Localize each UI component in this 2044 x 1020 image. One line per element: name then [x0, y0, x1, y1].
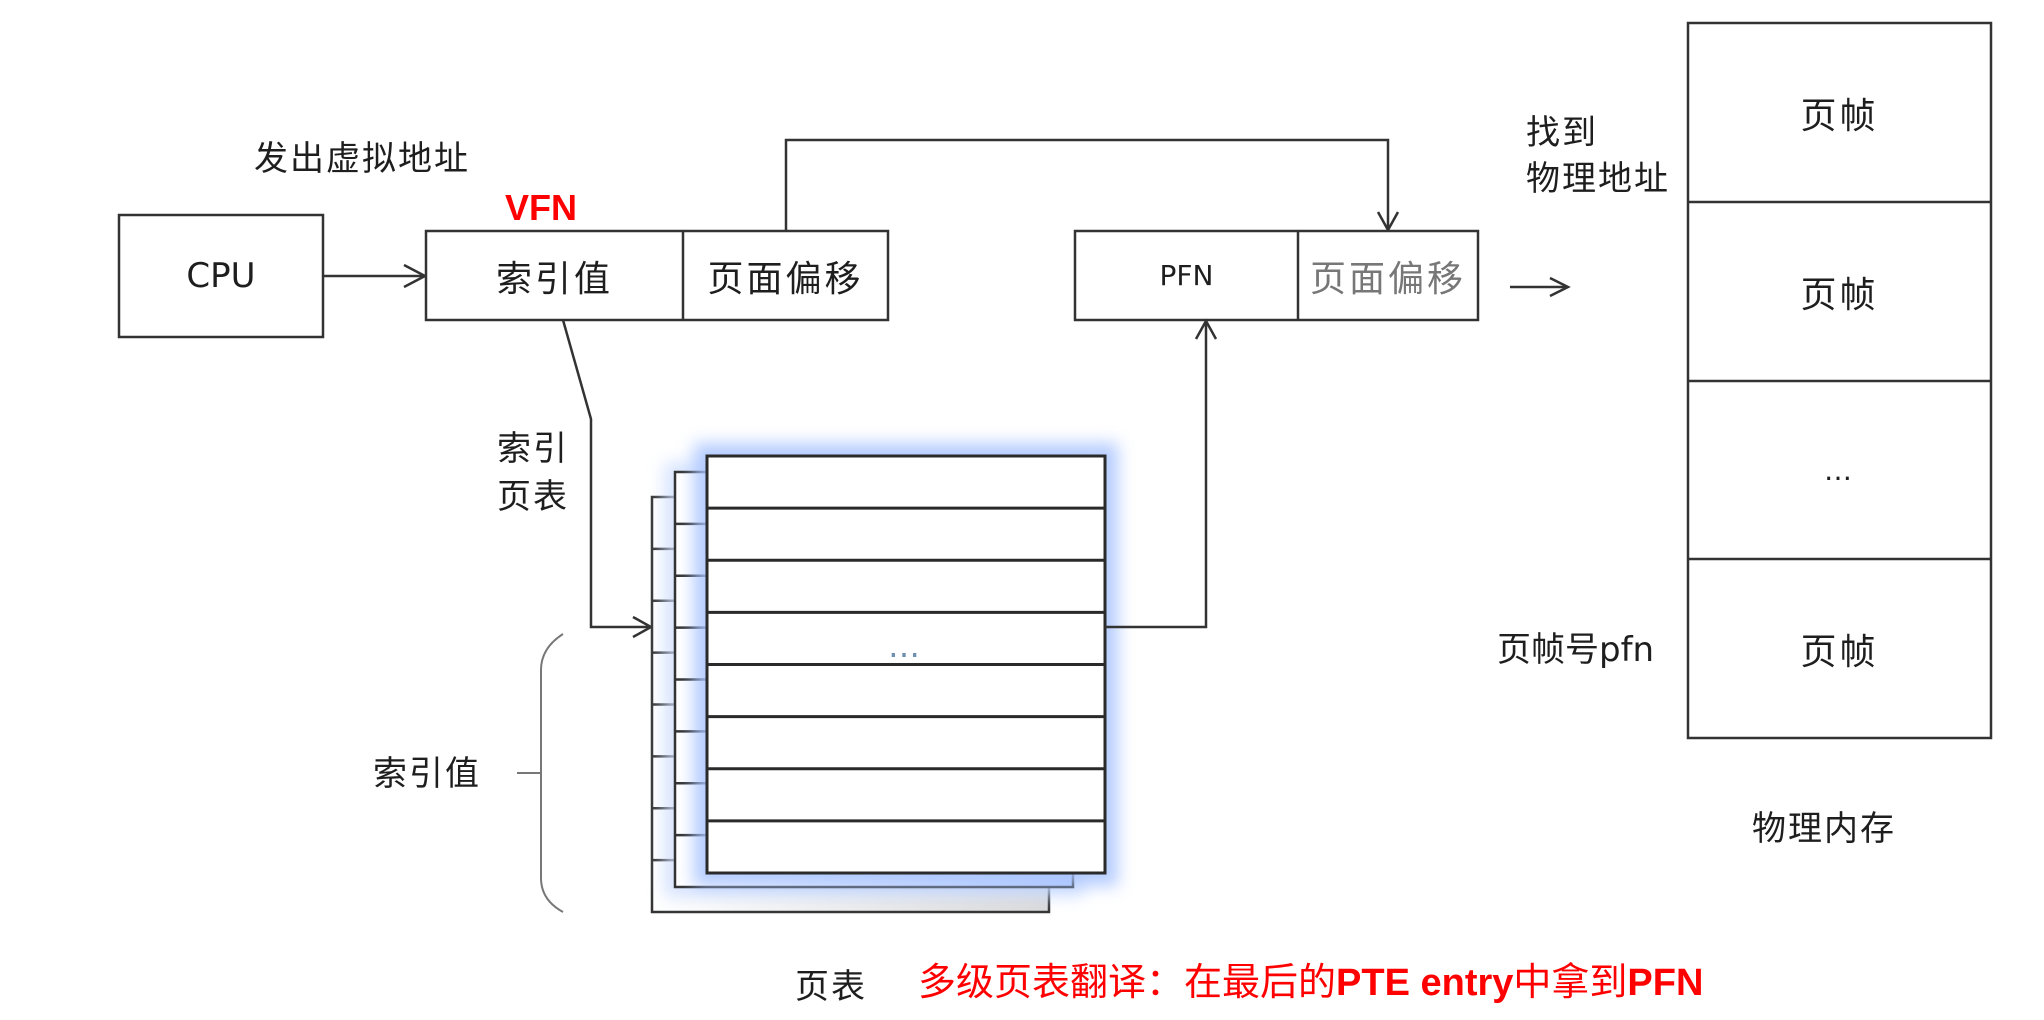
cpu-label: CPU — [186, 256, 256, 296]
pa-pfn-field: PFN — [1159, 259, 1214, 292]
pa-to-memory-arrow — [1510, 276, 1571, 298]
page-table-ellipsis: … — [888, 627, 920, 665]
va-index-field: 索引值 — [495, 258, 613, 300]
pfn-number-label: 页帧号pfn — [1497, 630, 1655, 670]
cpu-to-va-arrow — [323, 263, 428, 289]
multi-level-annotation: 多级页表翻译：在最后的PTE entry中拿到PFN — [918, 963, 1703, 1002]
annotation-part3: 中拿到 — [1513, 960, 1628, 1004]
memory-frame-ellipsis: … — [1824, 453, 1855, 487]
physical-memory-block — [1686, 21, 1993, 740]
virtual-address-box — [424, 229, 890, 322]
index-page-table-label-line1: 索引 — [497, 429, 569, 469]
physical-memory-caption: 物理内存 — [1752, 809, 1896, 849]
found-label-line1: 找到 — [1526, 113, 1598, 153]
memory-frame-4: 页帧 — [1800, 631, 1879, 673]
pte-to-pfn-arrow — [1105, 318, 1218, 629]
memory-frame-1: 页帧 — [1800, 95, 1879, 137]
offset-passthrough-arrow — [784, 138, 1400, 233]
va-offset-field: 页面偏移 — [707, 258, 864, 300]
index-page-table-label-line2: 页表 — [497, 477, 569, 517]
found-label-line2: 物理地址 — [1526, 159, 1670, 199]
page-table-caption: 页表 — [795, 967, 867, 1007]
cpu-box — [117, 213, 325, 339]
memory-frame-2: 页帧 — [1800, 274, 1879, 316]
vfn-label: VFN — [505, 187, 577, 228]
issue-virtual-address-label: 发出虚拟地址 — [254, 139, 470, 179]
index-to-page-table-arrow — [561, 319, 654, 639]
pa-offset-field: 页面偏移 — [1309, 258, 1466, 300]
annotation-part2: PTE entry — [1336, 962, 1514, 1004]
physical-address-box — [1073, 229, 1480, 322]
annotation-part4: PFN — [1627, 962, 1704, 1004]
annotation-part1: 多级页表翻译：在最后的 — [918, 960, 1337, 1004]
index-brace — [517, 633, 564, 913]
page-table-front — [694, 443, 1118, 886]
brace-index-label: 索引值 — [373, 754, 481, 794]
